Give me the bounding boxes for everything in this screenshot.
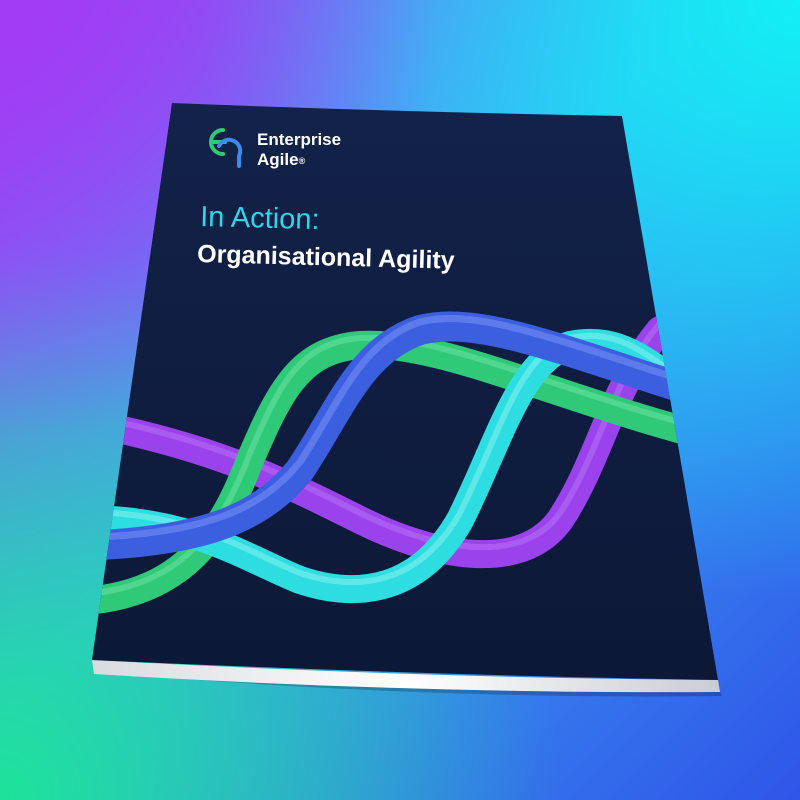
brand-name-line1: Enterprise — [257, 130, 341, 149]
registered-mark: ® — [299, 156, 306, 166]
cover-kicker: In Action: — [200, 201, 320, 236]
ribbon-green — [92, 330, 718, 614]
brand-name-line2: Agile® — [257, 150, 306, 169]
ribbon-blue — [92, 311, 718, 560]
enterprise-agile-logo-icon — [209, 128, 243, 168]
booklet-pages — [92, 660, 720, 693]
ribbon-artwork — [92, 311, 718, 614]
cover-title: Organisational Agility — [197, 240, 455, 275]
ribbon-cyan — [96, 328, 718, 604]
